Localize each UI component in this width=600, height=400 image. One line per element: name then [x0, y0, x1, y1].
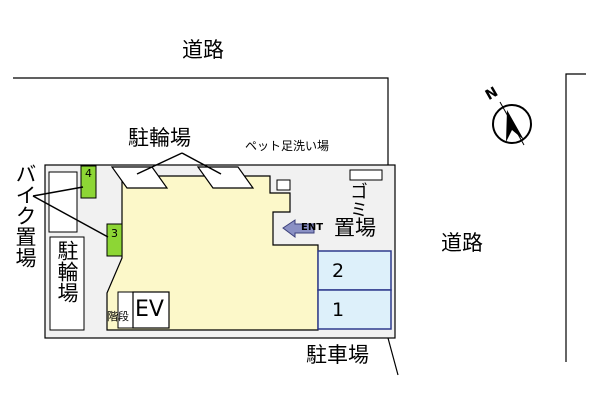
bicycle-parking-top-label: 駐輪場 [128, 126, 191, 150]
leader-line [32, 195, 109, 238]
road-edge-left-bottom [387, 337, 399, 376]
leader-line [136, 152, 183, 175]
parking-space-1 [317, 289, 392, 330]
bike-slot-label: 4 [85, 166, 92, 180]
bike-parking-label: バイク置場 [13, 163, 37, 268]
garbage-area-box [349, 169, 383, 181]
bicycle-rack-1 [110, 166, 169, 189]
pet-wash-label: ペット足洗い場 [245, 139, 330, 153]
road-top-label: 道路 [182, 38, 224, 62]
bike-parking-box [48, 171, 78, 233]
leader-line [181, 152, 222, 175]
bike-slot-3 [106, 223, 123, 257]
pet-wash-area-box [276, 179, 291, 191]
road-right-label: 道路 [441, 231, 483, 255]
parking-lot-label: 駐車場 [306, 343, 369, 367]
entrance-arrow [282, 219, 315, 238]
elevator-label: EV [135, 297, 164, 322]
bicycle-rack-2 [196, 166, 255, 189]
bike-slot-4 [80, 165, 97, 199]
parking-space-label: 1 [331, 298, 345, 321]
bicycle-parking-left-box [49, 236, 85, 331]
road-edge-top [13, 77, 389, 165]
parking-space-label: 2 [331, 259, 345, 282]
elevator-box [132, 291, 170, 329]
leader-line [32, 186, 84, 197]
bike-slot-label: 3 [111, 226, 118, 240]
bicycle-parking-left-label: 駐輪場 [55, 240, 79, 303]
north-compass-icon [492, 101, 532, 146]
road-edge-right [565, 73, 586, 362]
garbage-area-label: ゴミ置場 [334, 182, 376, 240]
stairs-label: 階段 [107, 310, 129, 323]
entrance-label: ENT [301, 222, 324, 233]
